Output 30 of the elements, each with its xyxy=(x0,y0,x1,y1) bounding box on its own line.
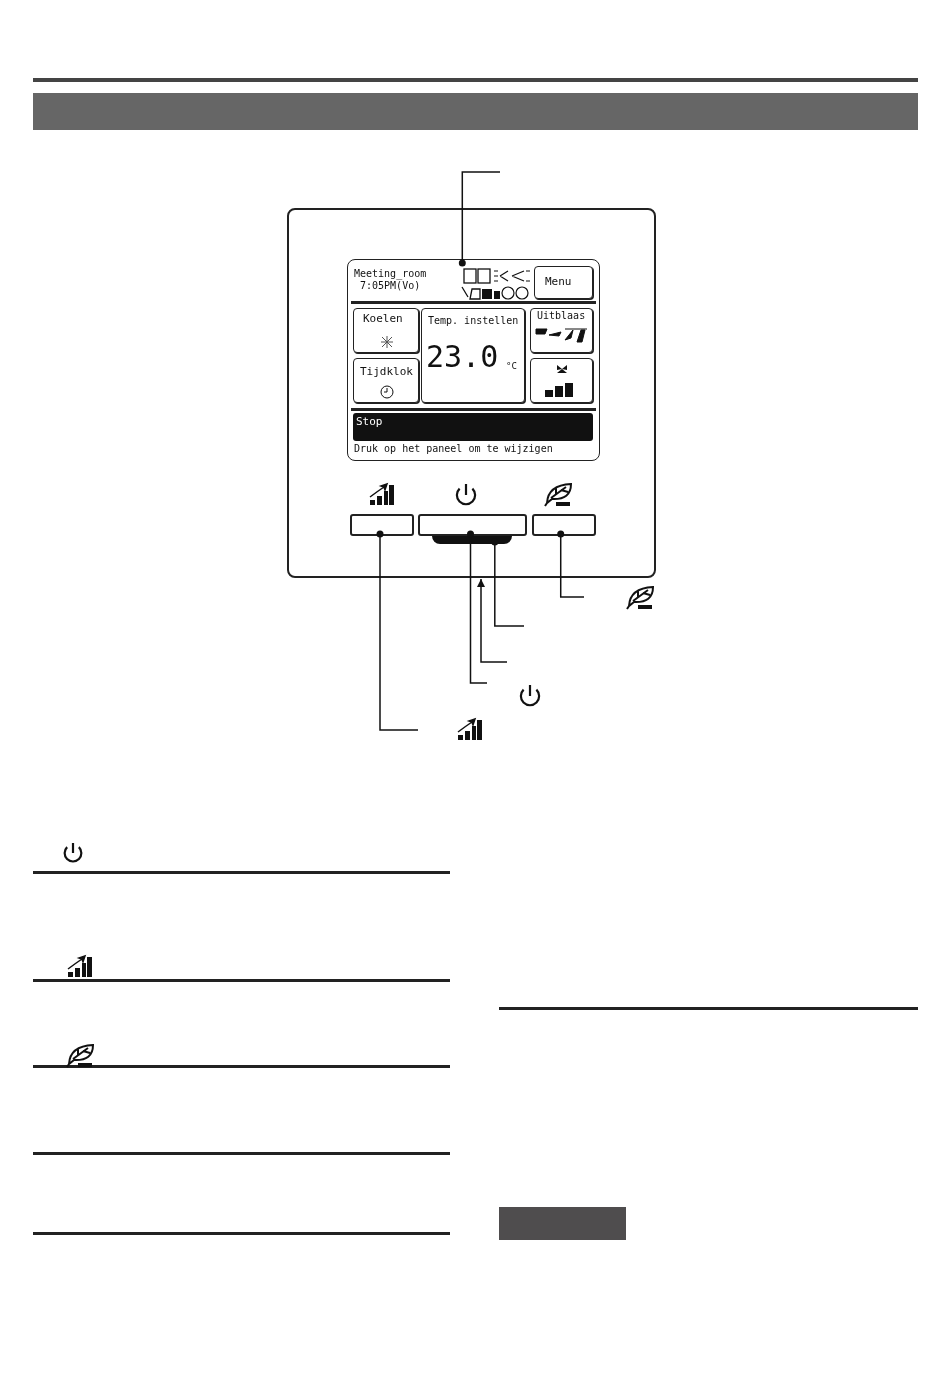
leader-line xyxy=(467,530,488,684)
button-label: Koelen xyxy=(363,312,403,325)
status-text: Stop xyxy=(356,415,383,428)
button-label: Menu xyxy=(545,275,572,288)
button-label: Tijdklok xyxy=(360,365,413,378)
button-label: Uitblaas xyxy=(537,310,586,321)
leader-line xyxy=(458,171,501,267)
room-label: 7:05PM(Vo) xyxy=(360,280,421,291)
unit-label: °C xyxy=(506,361,517,371)
mode-button xyxy=(353,308,419,353)
remote-control-drawing xyxy=(287,208,656,578)
timer-button xyxy=(353,358,419,403)
temperature-panel xyxy=(421,308,525,403)
arrow xyxy=(477,578,508,663)
leader-line xyxy=(557,530,585,598)
run-stop-button xyxy=(418,514,527,536)
menu-button xyxy=(534,266,593,299)
touch-screen xyxy=(347,259,600,461)
room-label: Meeting_room xyxy=(354,268,427,279)
high-power-button xyxy=(350,514,414,536)
leader-line xyxy=(376,530,419,731)
indicator-lamp xyxy=(432,536,512,544)
heading-bar xyxy=(33,93,918,130)
heading-bar xyxy=(499,1207,626,1240)
status-bar xyxy=(353,413,593,441)
fan-speed-button xyxy=(530,358,593,403)
louver-button xyxy=(530,308,593,353)
eco-button xyxy=(532,514,596,536)
temperature-value: 23.0 xyxy=(426,339,499,374)
panel-title: Temp. instellen xyxy=(428,315,519,326)
